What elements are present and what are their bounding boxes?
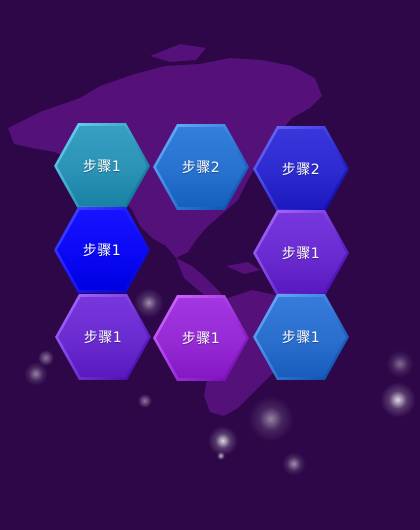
hexagon-step-tile[interactable]: 步骤1 xyxy=(253,294,349,380)
hexagon-fill xyxy=(156,298,246,378)
hexagon-step-tile[interactable]: 步骤1 xyxy=(55,294,151,380)
hexagon-label: 步骤1 xyxy=(82,243,122,259)
hexagon-label: 步骤1 xyxy=(281,330,321,346)
hexagon-fill xyxy=(256,297,346,377)
hexagon-label: 步骤1 xyxy=(181,331,221,347)
hexagon-label: 步骤1 xyxy=(83,330,123,346)
hexagon-label: 步骤2 xyxy=(281,162,321,178)
hexagon-step-tile[interactable]: 步骤1 xyxy=(153,295,249,381)
hexagon-fill xyxy=(58,297,148,377)
hexagon-label: 步骤1 xyxy=(281,246,321,262)
hexagon-step-tile[interactable]: 步骤1 xyxy=(253,210,349,296)
hexagon-label: 步骤1 xyxy=(82,159,122,175)
hexagon-label: 步骤2 xyxy=(181,160,221,176)
